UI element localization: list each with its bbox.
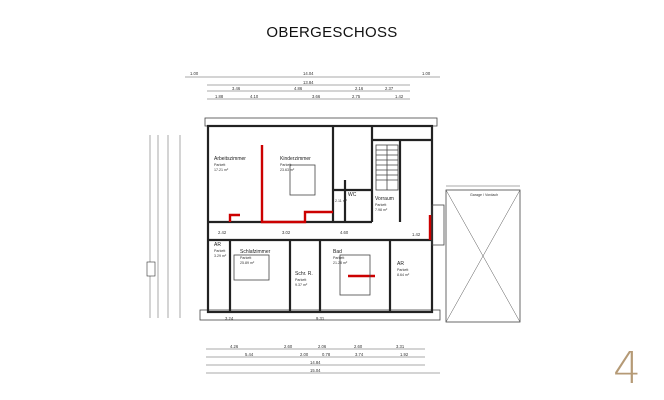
staircase — [375, 144, 399, 191]
svg-text:0.78: 0.78 — [322, 352, 331, 357]
walls — [206, 124, 445, 314]
svg-text:Schr. R.: Schr. R. — [295, 271, 313, 277]
svg-text:14.84: 14.84 — [310, 360, 321, 365]
svg-text:Vorraum: Vorraum — [375, 196, 394, 202]
dim-top-overall: 14.04 — [303, 71, 314, 76]
left-dimensions — [146, 135, 181, 318]
svg-text:Parkett: Parkett — [214, 249, 225, 253]
svg-text:15.04: 15.04 — [310, 368, 321, 373]
dim-seg: 3.46 — [232, 86, 241, 91]
page-number: 4 — [613, 343, 641, 394]
svg-text:4.60: 4.60 — [340, 230, 349, 235]
dim-seg: 2.16 — [355, 86, 364, 91]
interior-dimensions: 2.42 3.02 4.60 1.42 3.24 9.31 — [218, 230, 421, 321]
svg-text:23.63 m²: 23.63 m² — [280, 168, 295, 172]
dim-open: 4.10 — [250, 94, 259, 99]
svg-text:1.42: 1.42 — [412, 232, 421, 237]
bottom-dimensions: 4.26 2.60 2.06 2.60 3.31 5.44 2.00 0.78 … — [206, 344, 440, 374]
dim-top-left: 1.00 — [190, 71, 199, 76]
svg-text:Parkett: Parkett — [397, 268, 408, 272]
svg-text:25.89 m²: 25.89 m² — [240, 261, 255, 265]
dim-open: 3.66 — [312, 94, 321, 99]
dim-open: 1.42 — [395, 94, 404, 99]
svg-text:Bad: Bad — [333, 249, 342, 255]
svg-text:3.31: 3.31 — [396, 344, 405, 349]
svg-text:Parkett: Parkett — [280, 163, 291, 167]
svg-text:WC: WC — [348, 192, 357, 198]
dim-open: 2.75 — [352, 94, 361, 99]
svg-text:9.37 m²: 9.37 m² — [295, 283, 308, 287]
svg-text:Parkett: Parkett — [240, 256, 251, 260]
svg-text:4.26: 4.26 — [230, 344, 239, 349]
svg-text:AR: AR — [397, 261, 404, 267]
svg-text:7.98 m²: 7.98 m² — [375, 208, 388, 212]
dim-seg: 4.86 — [294, 86, 303, 91]
svg-text:AR: AR — [214, 242, 221, 248]
page-title: OBERGESCHOSS — [266, 24, 398, 41]
demolition-walls — [228, 145, 432, 278]
top-dimensions: 1.00 14.04 1.00 13.84 3.46 4.86 2.16 2.3… — [185, 71, 440, 100]
svg-text:Parkett: Parkett — [375, 203, 386, 207]
garage-outline: Garage / Vordach — [445, 185, 521, 323]
svg-text:8.64 m²: 8.64 m² — [397, 273, 410, 277]
svg-text:3.24: 3.24 — [225, 316, 234, 321]
svg-text:2.42: 2.42 — [218, 230, 227, 235]
svg-text:Parkett: Parkett — [214, 163, 225, 167]
svg-text:1.92: 1.92 — [400, 352, 409, 357]
svg-text:5.44: 5.44 — [245, 352, 254, 357]
svg-text:Arbeitszimmer: Arbeitszimmer — [214, 156, 246, 162]
svg-text:Kinderzimmer: Kinderzimmer — [280, 156, 311, 162]
svg-text:Parkett: Parkett — [295, 278, 306, 282]
svg-text:2.11 m²: 2.11 m² — [335, 199, 348, 203]
svg-text:Parkett: Parkett — [333, 256, 344, 260]
dim-open: 1.88 — [215, 94, 224, 99]
svg-text:Schlafzimmer: Schlafzimmer — [240, 249, 271, 255]
garage-label: Garage / Vordach — [470, 193, 498, 197]
svg-text:2.00: 2.00 — [300, 352, 309, 357]
dim-top-right: 1.00 — [422, 71, 431, 76]
svg-text:9.31: 9.31 — [316, 316, 325, 321]
svg-text:3.29 m²: 3.29 m² — [214, 254, 227, 258]
svg-text:2.60: 2.60 — [354, 344, 363, 349]
svg-text:17.21 m²: 17.21 m² — [214, 168, 229, 172]
svg-text:21.28 m²: 21.28 m² — [333, 261, 348, 265]
room-wc: WC2.11 m² — [335, 192, 357, 203]
svg-text:3.74: 3.74 — [355, 352, 364, 357]
svg-text:2.60: 2.60 — [284, 344, 293, 349]
svg-text:2.06: 2.06 — [318, 344, 327, 349]
svg-text:3.02: 3.02 — [282, 230, 291, 235]
dim-top-inner: 13.84 — [303, 80, 314, 85]
dim-seg: 2.37 — [385, 86, 394, 91]
